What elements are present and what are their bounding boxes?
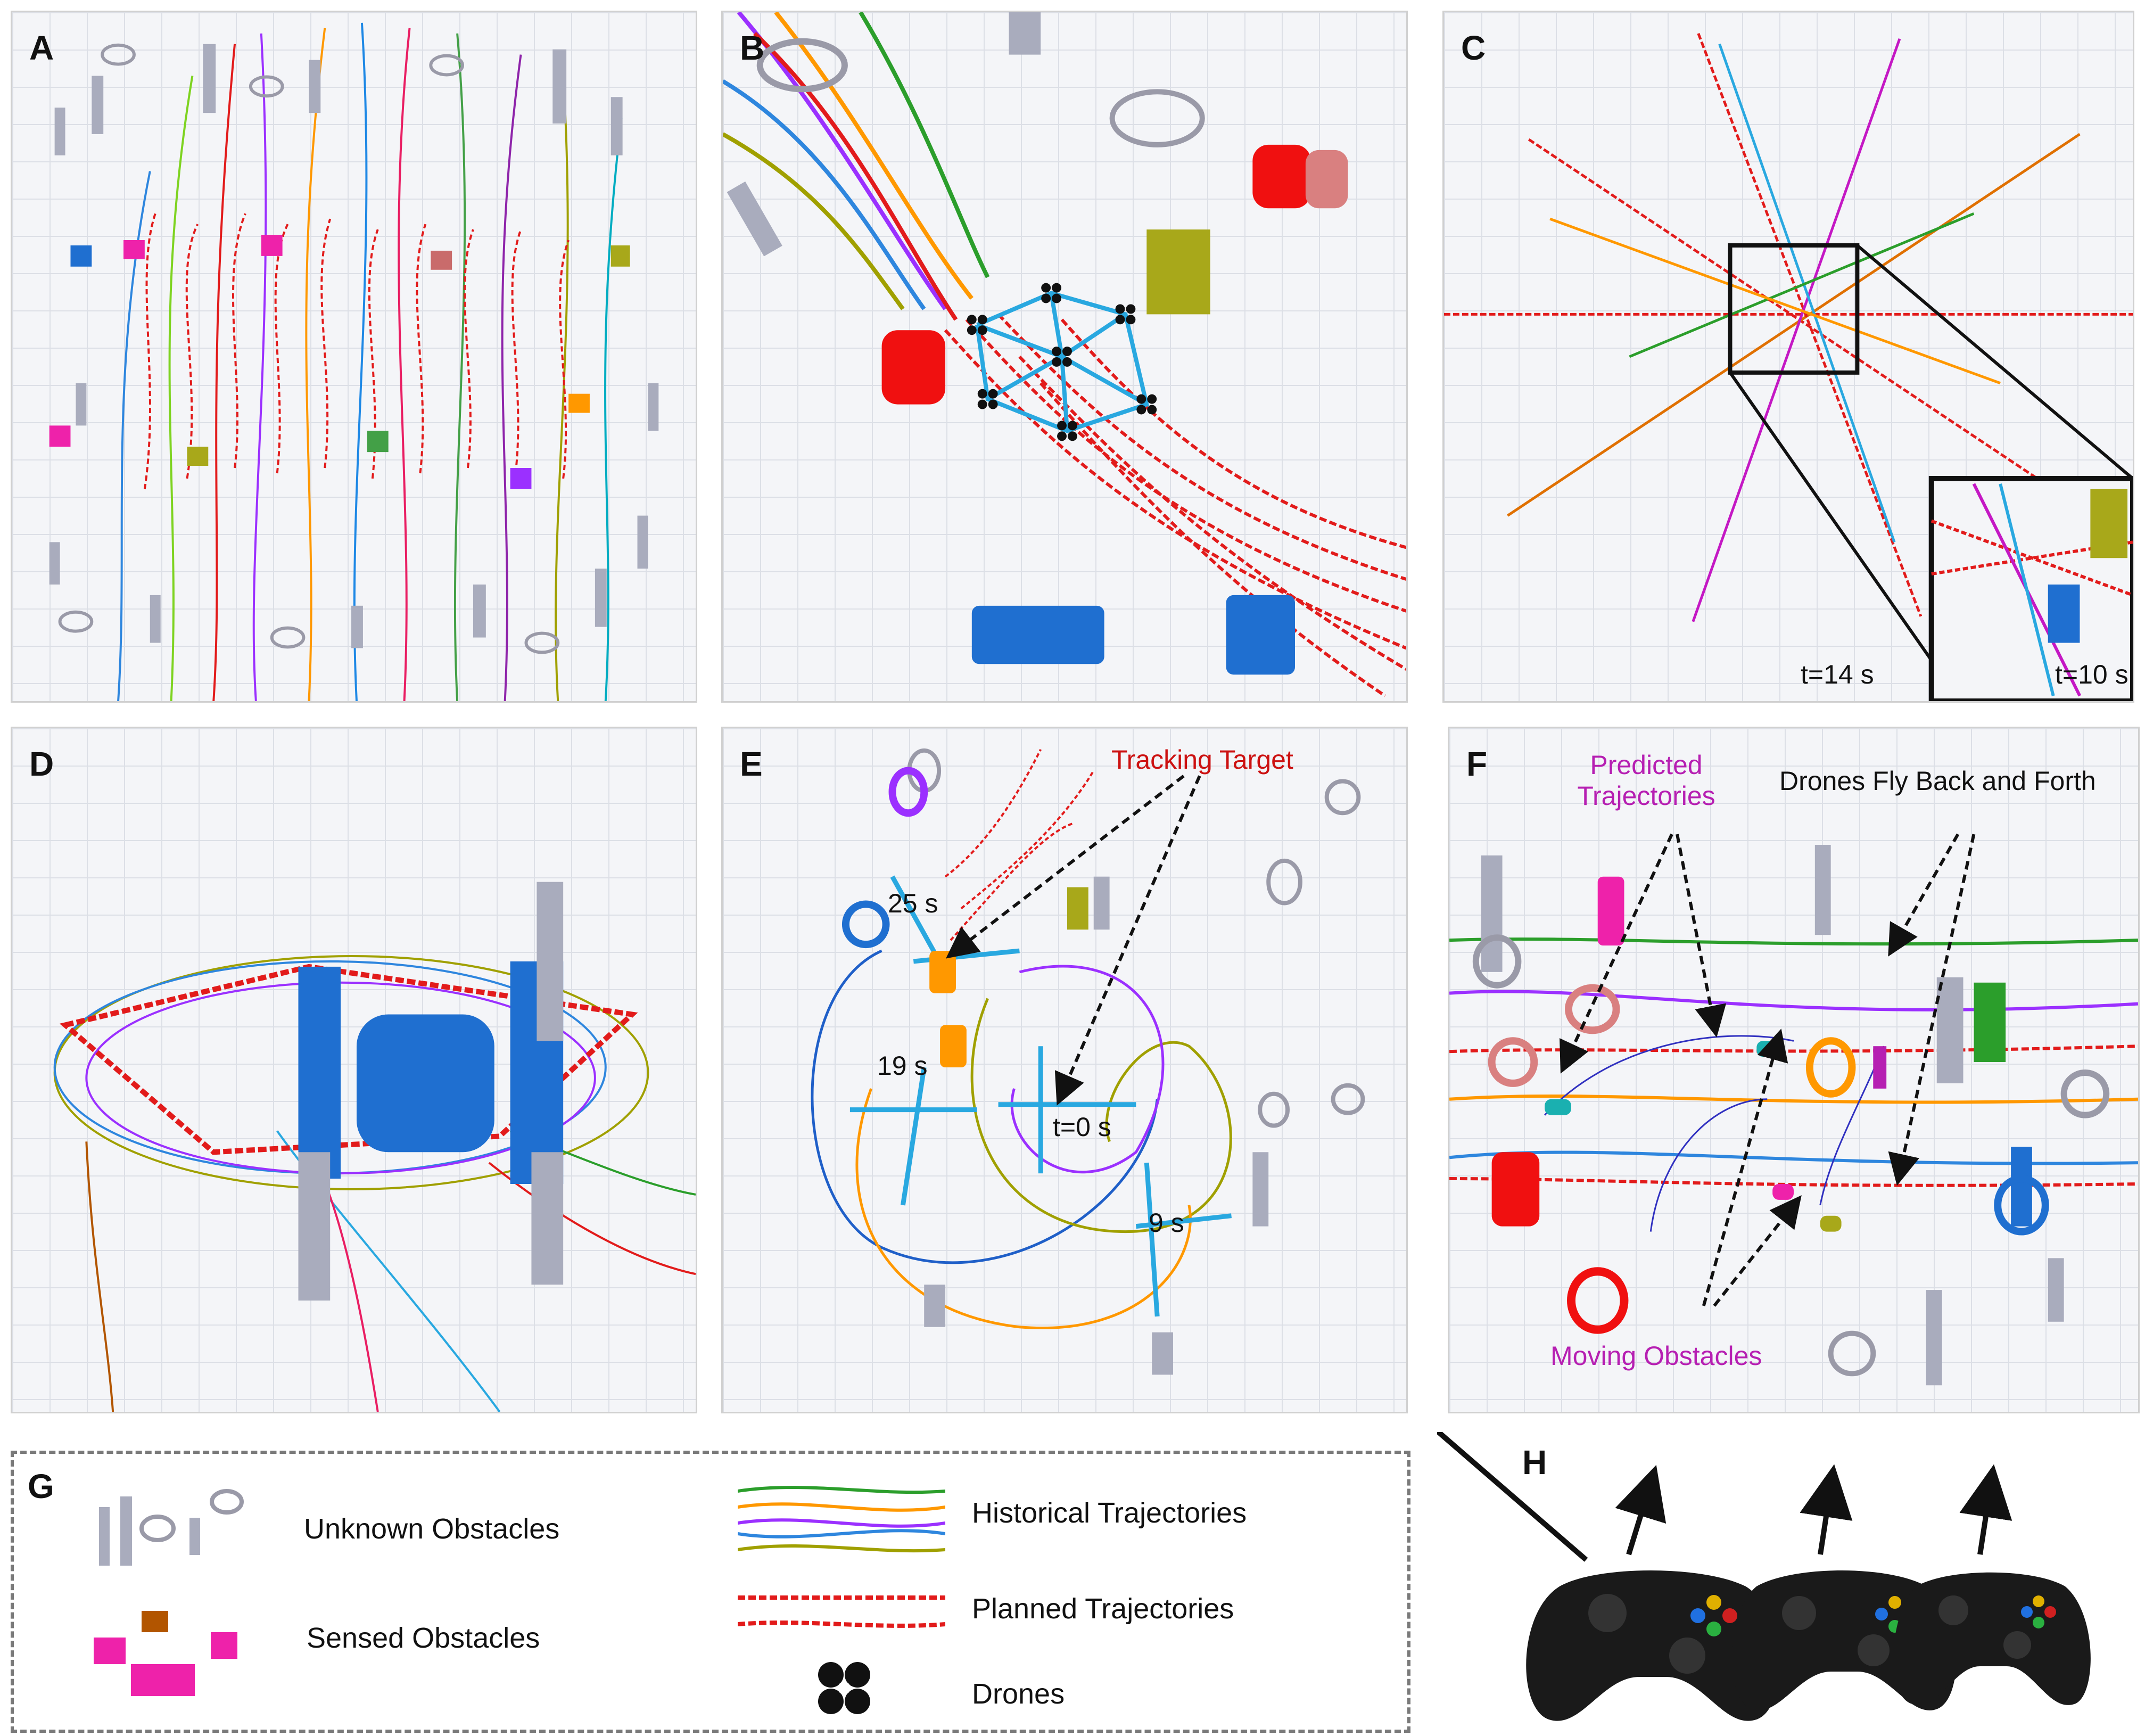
panel-d-label: D	[29, 745, 54, 783]
panel-c-label: C	[1461, 29, 1486, 67]
panel-d-planned-trajectories	[59, 964, 638, 1155]
legend-unknown-obstacles-swatch	[99, 1489, 244, 1566]
panel-a-label: A	[29, 29, 54, 67]
panel-a-scene	[49, 22, 659, 701]
panel-e: E Tracking Target 25 s 19 s t=0 s 9 s	[721, 727, 1408, 1413]
panel-d-scene	[53, 882, 696, 1412]
legend-sensed-label: Sensed Obstacles	[307, 1622, 540, 1654]
legend-historical-swatch	[738, 1485, 945, 1553]
panel-b-drones	[967, 283, 1157, 441]
legend-unknown-label: Unknown Obstacles	[304, 1513, 560, 1545]
panel-c-scene	[1444, 32, 2133, 701]
controller-arrows	[1437, 1432, 2012, 1562]
panel-a-unknown-obstacles	[49, 44, 659, 648]
panel-a: A	[11, 11, 697, 703]
panel-a-ring-obstacles	[58, 43, 560, 654]
drone-icon	[818, 1662, 870, 1714]
panel-e-label: E	[740, 745, 763, 783]
panel-e-time-19: 19 s	[877, 1051, 928, 1081]
panel-e-obstacles	[842, 748, 1365, 1375]
panel-g-label: G	[28, 1467, 54, 1505]
panel-c-inset	[1928, 475, 2133, 701]
panel-e-time-0: t=0 s	[1053, 1112, 1111, 1142]
panel-f-label: F	[1466, 745, 1488, 783]
panel-e-tracking-target-paths	[944, 748, 1095, 941]
panel-d: D	[11, 727, 697, 1413]
panel-f-predicted: Predicted Trajectories	[1577, 750, 1715, 811]
panel-h: H	[1437, 1432, 2140, 1730]
panel-b-planned-trajectories	[944, 313, 1406, 697]
panel-b-label: B	[740, 29, 765, 67]
panel-b-historical-trajectories	[723, 12, 990, 321]
panel-f-moving: Moving Obstacles	[1550, 1341, 1762, 1371]
panel-d-obstacles	[298, 882, 564, 1301]
panel-e-time-9: 9 s	[1149, 1208, 1184, 1238]
panel-c: C t=14 s t=10 s	[1442, 11, 2134, 703]
panel-e-scene	[811, 748, 1365, 1375]
panel-h-label: H	[1522, 1443, 1547, 1482]
legend-planned-label: Planned Trajectories	[972, 1593, 1234, 1625]
panel-f-predicted-trajectories	[1544, 1035, 1885, 1232]
panel-e-historical-trajectories	[811, 949, 1232, 1329]
panel-b-scene	[723, 12, 1406, 697]
legend-sensed-obstacles-swatch	[94, 1611, 237, 1696]
panel-e-time-25: 25 s	[888, 888, 938, 918]
legend-planned-swatch	[738, 1595, 945, 1628]
panel-b: B	[721, 11, 1408, 703]
controllers-illustration	[1437, 1432, 2091, 1721]
panel-f-planned-trajectories	[1449, 937, 2138, 1187]
panel-c-trajectories	[1444, 32, 2133, 622]
legend-panel-g: G Unknown Obstacles Sensed Obstacles His…	[11, 1451, 1410, 1733]
panel-a-historical-trajectories	[117, 22, 623, 701]
panel-b-obstacles	[727, 12, 1348, 675]
panel-f: F Predicted Trajectories Drones Fly Back…	[1448, 727, 2140, 1413]
legend-historical-label: Historical Trajectories	[972, 1497, 1247, 1529]
panel-c-zoom-box	[1728, 243, 1860, 375]
gamepad-icon	[1893, 1572, 2091, 1705]
panel-c-time-inset: t=10 s	[2055, 660, 2128, 689]
panel-e-arrows	[946, 775, 1201, 1106]
panel-f-fly-back: Drones Fly Back and Forth	[1779, 766, 2096, 796]
panel-c-time-main: t=14 s	[1801, 660, 1874, 689]
legend-drones-label: Drones	[972, 1678, 1065, 1710]
panel-a-sensed-obstacles	[49, 235, 630, 489]
gamepad-icon	[1526, 1570, 1779, 1721]
panel-f-obstacles	[1472, 844, 2110, 1386]
panel-b-swarm-links	[975, 291, 1149, 433]
panel-f-arrows	[1560, 833, 1976, 1307]
panel-f-scene	[1449, 833, 2138, 1386]
panel-e-tracking-target: Tracking Target	[1111, 745, 1293, 775]
